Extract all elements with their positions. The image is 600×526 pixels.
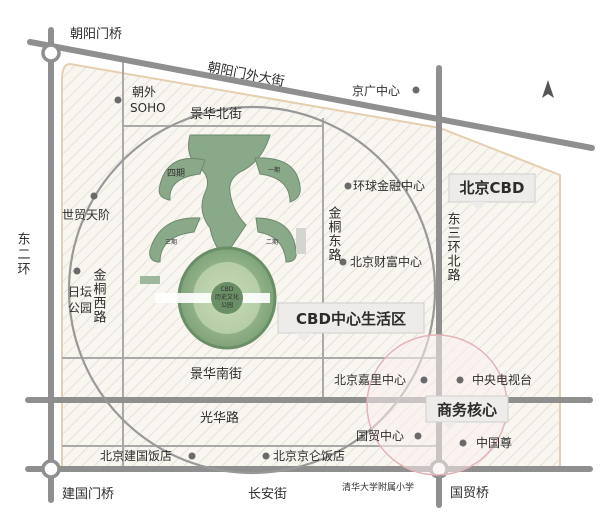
cbd-park bbox=[155, 246, 277, 350]
chaoyangmen-interchange bbox=[41, 43, 61, 63]
building-sanqi bbox=[149, 217, 201, 263]
label-changan: 长安街 bbox=[248, 487, 287, 502]
dot-zhongguozun bbox=[459, 439, 467, 447]
label-guomao-bridge: 国贸桥 bbox=[450, 486, 489, 501]
label-east-3rd-ring: 东三环北路 bbox=[445, 212, 461, 282]
label-chaowai: 朝外 bbox=[132, 85, 156, 99]
label-caifu: 北京财富中心 bbox=[350, 254, 422, 269]
dot-caifu bbox=[339, 258, 347, 266]
callout-cbd-life-text: CBD中心生活区 bbox=[296, 310, 406, 328]
label-jianguo: 北京建国饭店 bbox=[100, 449, 172, 463]
callout-beijing-cbd-text: 北京CBD bbox=[460, 179, 525, 197]
label-guomao: 国贸中心 bbox=[356, 428, 404, 443]
dot-jianguo bbox=[188, 452, 196, 460]
building-label-erqi: 二期 bbox=[266, 238, 278, 246]
dot-chaowai bbox=[114, 96, 122, 104]
building-yiqi bbox=[254, 157, 301, 203]
label-jinghua-north: 景华北街 bbox=[190, 107, 242, 122]
dot-jiali bbox=[420, 376, 428, 384]
park-label-2: 历史文化 bbox=[215, 293, 239, 301]
inner-roads bbox=[62, 58, 440, 470]
label-tsinghua-school: 清华大学附属小学 bbox=[342, 481, 414, 493]
label-shimao: 世贸天阶 bbox=[62, 208, 110, 222]
label-ritan-1: 日坛 bbox=[68, 285, 92, 299]
label-huanqiu: 环球金融中心 bbox=[353, 178, 425, 193]
callout-business-core: 商务核心 bbox=[425, 395, 509, 430]
building-label-yiqi: 一期 bbox=[268, 166, 280, 174]
callout-cbd-life: CBD中心生活区 bbox=[277, 302, 425, 342]
label-jinglun: 北京京仑饭店 bbox=[273, 449, 345, 463]
label-jingguang: 京广中心 bbox=[352, 83, 400, 98]
poi-dots bbox=[73, 86, 467, 460]
label-jintong-west: 金桐西路 bbox=[91, 267, 107, 324]
building-erqi bbox=[255, 217, 297, 263]
dot-ritan bbox=[73, 267, 81, 275]
building-label-siqi: 四期 bbox=[167, 168, 185, 179]
label-jianguomen-bridge: 建国门桥 bbox=[62, 487, 114, 502]
callout-business-core-text: 商务核心 bbox=[437, 401, 497, 419]
label-east-2nd-ring: 东二环 bbox=[15, 232, 31, 277]
label-jintong-east: 金桐东路 bbox=[326, 205, 342, 262]
label-ritan-2: 公园 bbox=[68, 301, 92, 315]
label-soho: SOHO bbox=[130, 101, 166, 115]
label-guanghua: 光华路 bbox=[200, 410, 239, 426]
north-arrow-icon bbox=[542, 80, 554, 98]
building-label-sanqi: 三期 bbox=[165, 238, 177, 246]
building-siqi bbox=[158, 157, 206, 201]
small-building-2 bbox=[296, 228, 306, 254]
dot-shimao bbox=[90, 192, 98, 200]
dot-guomao bbox=[414, 432, 422, 440]
dot-jingguang bbox=[412, 86, 420, 94]
dot-cctv bbox=[456, 376, 464, 384]
callout-beijing-cbd: 北京CBD bbox=[448, 173, 536, 210]
park-label-1: CBD bbox=[221, 286, 234, 293]
jianguomen-interchange bbox=[41, 459, 61, 479]
label-cctv: 中央电视台 bbox=[472, 372, 532, 387]
park-label-3: 公园 bbox=[221, 302, 233, 309]
label-jinghua-south: 景华南街 bbox=[190, 366, 242, 382]
label-jiali: 北京嘉里中心 bbox=[334, 372, 406, 387]
dot-huanqiu bbox=[344, 182, 352, 190]
dot-jinglun bbox=[262, 452, 270, 460]
cbd-ring bbox=[67, 105, 437, 475]
small-building bbox=[140, 276, 160, 284]
label-chaoyangmen-bridge: 朝阳门桥 bbox=[70, 27, 122, 42]
label-zhongguozun: 中国尊 bbox=[476, 435, 512, 450]
